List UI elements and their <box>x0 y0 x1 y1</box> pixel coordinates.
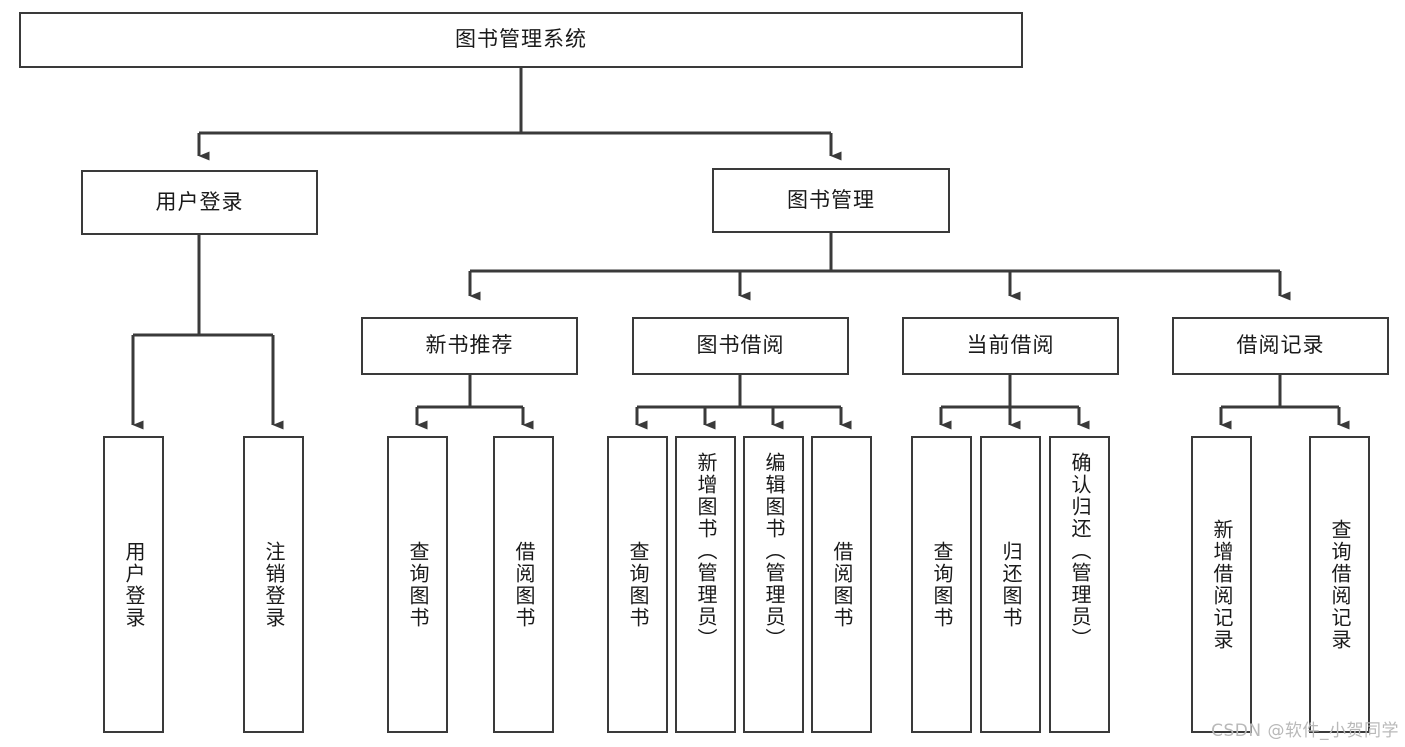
leaf-query-record[interactable]: 查询借阅记录 <box>1309 436 1370 733</box>
node-borrow-record[interactable]: 借阅记录 <box>1172 317 1389 375</box>
csdn-watermark: CSDN @软件_小贺同学 <box>1211 721 1399 741</box>
leaf-query-book-3-label: 查询图书 <box>930 540 954 629</box>
leaf-add-book[interactable]: 新增图书（管理员） <box>675 436 736 733</box>
leaf-confirm-return[interactable]: 确认归还（管理员） <box>1049 436 1110 733</box>
leaf-query-book-1[interactable]: 查询图书 <box>387 436 448 733</box>
leaf-confirm-return-label: 确认归还（管理员） <box>1068 452 1092 650</box>
leaf-return-book-label: 归还图书 <box>999 540 1023 629</box>
node-root-label: 图书管理系统 <box>455 27 587 52</box>
node-book-manage[interactable]: 图书管理 <box>712 168 950 233</box>
leaf-user-login[interactable]: 用户登录 <box>103 436 164 733</box>
leaf-query-book-2-label: 查询图书 <box>626 540 650 629</box>
node-book-manage-label: 图书管理 <box>787 187 875 212</box>
leaf-edit-book[interactable]: 编辑图书（管理员） <box>743 436 804 733</box>
node-root[interactable]: 图书管理系统 <box>19 12 1023 68</box>
leaf-query-book-2[interactable]: 查询图书 <box>607 436 668 733</box>
node-book-borrow[interactable]: 图书借阅 <box>632 317 849 375</box>
node-borrow-record-label: 借阅记录 <box>1236 333 1325 358</box>
leaf-edit-book-label: 编辑图书（管理员） <box>762 452 786 650</box>
node-current-borrow-label: 当前借阅 <box>966 333 1055 358</box>
leaf-logout-login-label: 注销登录 <box>262 540 286 629</box>
leaf-query-record-label: 查询借阅记录 <box>1328 518 1352 651</box>
leaf-add-record[interactable]: 新增借阅记录 <box>1191 436 1252 733</box>
leaf-add-book-label: 新增图书（管理员） <box>694 452 718 650</box>
node-new-book-rec[interactable]: 新书推荐 <box>361 317 578 375</box>
leaf-query-book-3[interactable]: 查询图书 <box>911 436 972 733</box>
node-user-login-label: 用户登录 <box>155 189 244 214</box>
node-current-borrow[interactable]: 当前借阅 <box>902 317 1119 375</box>
leaf-user-login-label: 用户登录 <box>122 540 146 629</box>
leaf-query-book-1-label: 查询图书 <box>406 540 430 629</box>
node-book-borrow-label: 图书借阅 <box>696 333 785 358</box>
leaf-return-book[interactable]: 归还图书 <box>980 436 1041 733</box>
leaf-borrow-book-1[interactable]: 借阅图书 <box>493 436 554 733</box>
leaf-add-record-label: 新增借阅记录 <box>1210 518 1234 651</box>
node-new-book-rec-label: 新书推荐 <box>425 333 514 358</box>
leaf-borrow-book-1-label: 借阅图书 <box>512 540 536 629</box>
node-user-login[interactable]: 用户登录 <box>81 170 318 235</box>
leaf-borrow-book-2[interactable]: 借阅图书 <box>811 436 872 733</box>
leaf-logout-login[interactable]: 注销登录 <box>243 436 304 733</box>
leaf-borrow-book-2-label: 借阅图书 <box>830 540 854 629</box>
